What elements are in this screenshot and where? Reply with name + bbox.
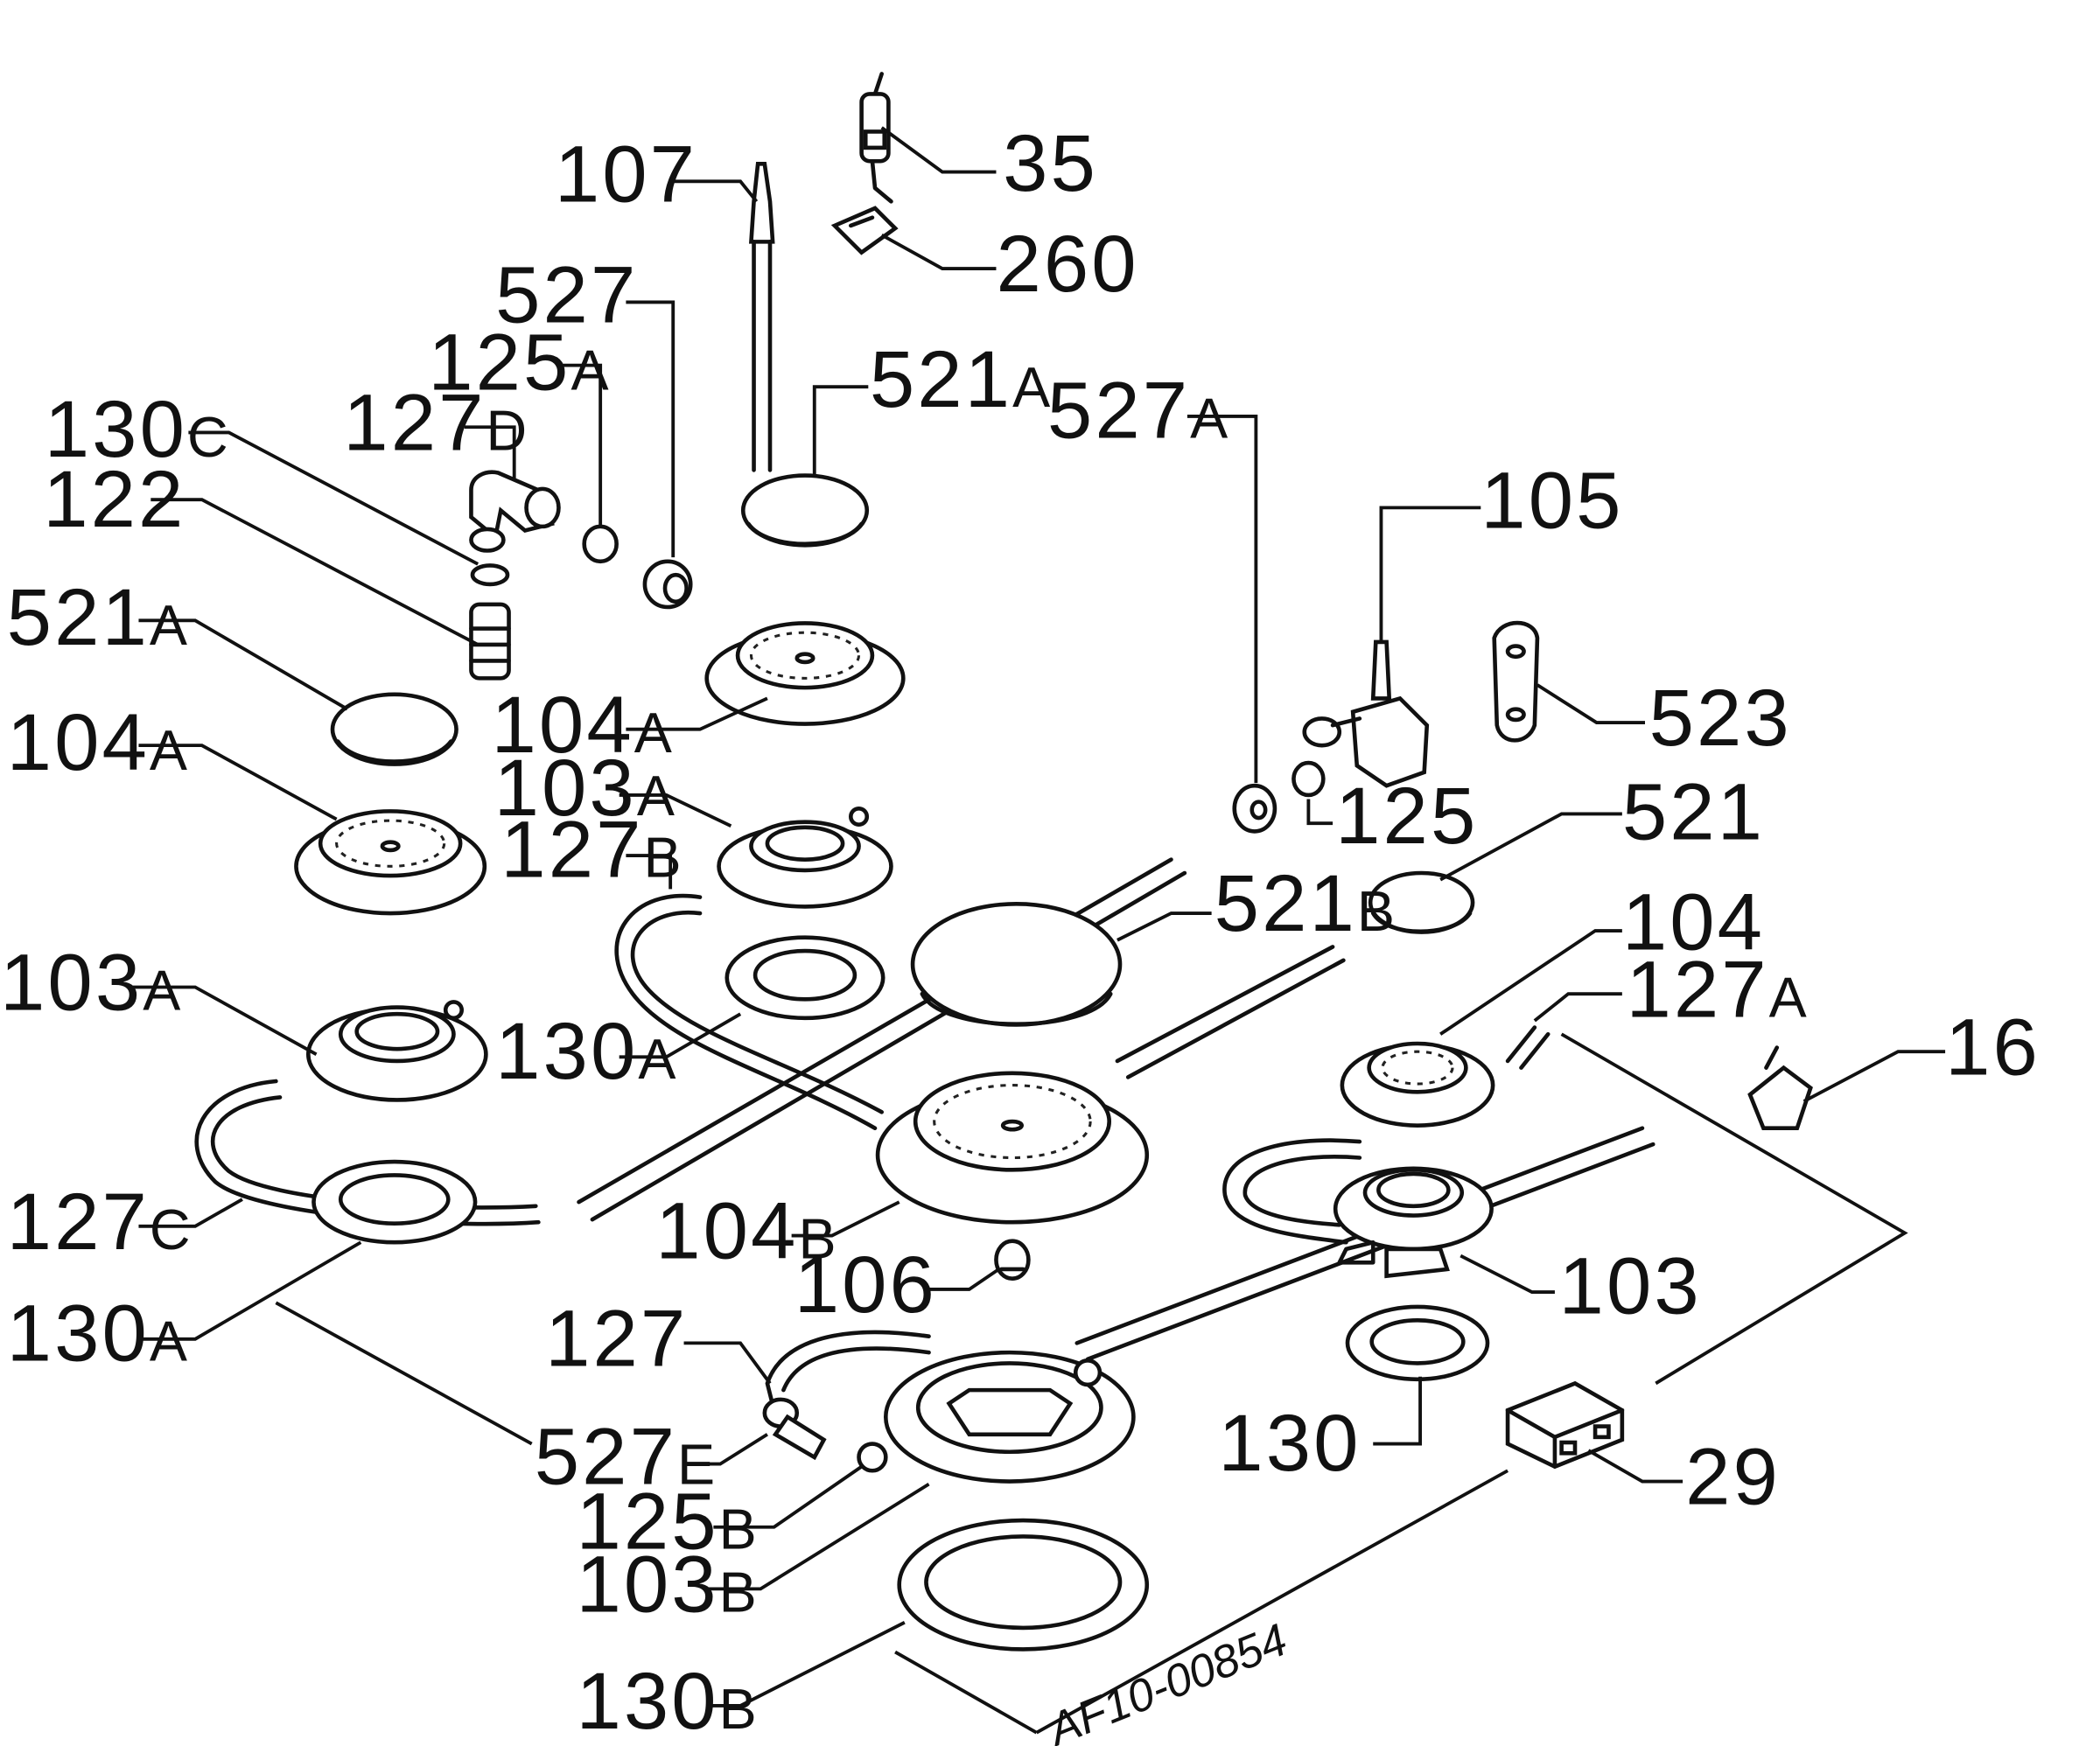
label-527e: 527E xyxy=(535,1412,718,1502)
label-130a-center: 130A xyxy=(495,1006,678,1096)
tube-connector-icon xyxy=(762,1397,827,1461)
large-burner-base-icon xyxy=(884,1350,1136,1484)
connector-icon xyxy=(469,602,511,681)
label-130c: 130C xyxy=(45,384,231,474)
label-521: 521 xyxy=(1622,767,1765,857)
callout-labels: 35 260 107 527 125A 521A 130C 127D 122 5… xyxy=(0,118,2040,1746)
label-29: 29 xyxy=(1685,1432,1781,1522)
mounting-ring-icon xyxy=(1345,1304,1490,1382)
washer-icon xyxy=(470,563,510,587)
bracket-icon xyxy=(1492,620,1540,743)
label-104a-left: 104A xyxy=(7,697,190,787)
label-125a: 125A xyxy=(428,317,611,407)
injector-icon xyxy=(994,1239,1031,1281)
label-260: 260 xyxy=(996,219,1138,309)
label-521a-left: 521A xyxy=(7,572,190,662)
elbow-fitting-icon xyxy=(469,470,561,553)
burner-cap-icon xyxy=(740,473,870,548)
ignition-unit-icon xyxy=(1505,1380,1625,1470)
label-130b: 130B xyxy=(576,1656,759,1746)
label-104a-center: 104A xyxy=(492,680,675,770)
igniter-plug-icon xyxy=(859,72,893,204)
label-122: 122 xyxy=(43,454,186,544)
label-125: 125 xyxy=(1335,771,1478,861)
large-burner-crown-icon xyxy=(875,1071,1150,1225)
label-106: 106 xyxy=(794,1240,937,1330)
label-127c: 127C xyxy=(7,1177,193,1267)
label-125b: 125B xyxy=(576,1476,759,1566)
label-130a-left: 130A xyxy=(7,1288,190,1378)
burner-base-icon xyxy=(1333,1166,1494,1279)
nut-icon xyxy=(582,524,619,564)
burner-cap-icon xyxy=(330,692,458,766)
leader-lines xyxy=(131,126,1946,1708)
burner-crown-icon xyxy=(294,809,487,916)
label-127d: 127D xyxy=(343,377,529,467)
label-521a-top: 521A xyxy=(870,334,1053,424)
label-103b: 103B xyxy=(576,1540,759,1630)
burner-cap-icon xyxy=(1368,870,1475,934)
label-103: 103 xyxy=(1559,1241,1702,1331)
label-35: 35 xyxy=(1003,118,1098,208)
label-130: 130 xyxy=(1218,1398,1361,1488)
label-16: 16 xyxy=(1945,1002,2040,1092)
label-104b: 104B xyxy=(655,1186,838,1276)
ignition-plug-icon xyxy=(1747,1045,1813,1131)
burner-crown-icon xyxy=(1340,1041,1495,1128)
nut-icon xyxy=(857,1442,888,1473)
label-521b: 521B xyxy=(1214,858,1397,948)
frame-lines xyxy=(275,1032,1908,1735)
label-103a-center: 103A xyxy=(494,743,677,833)
mounting-ring-icon xyxy=(312,1159,478,1245)
large-mounting-ring-icon xyxy=(897,1518,1150,1652)
label-107: 107 xyxy=(555,129,697,219)
label-127b: 127B xyxy=(500,805,683,895)
label-127a: 127A xyxy=(1626,944,1809,1034)
burner-base-icon xyxy=(717,806,893,909)
label-527a: 527A xyxy=(1047,366,1230,456)
label-105: 105 xyxy=(1480,455,1623,545)
injector-nut-icon xyxy=(642,559,693,610)
label-523: 523 xyxy=(1649,673,1792,763)
label-127: 127 xyxy=(545,1294,688,1384)
clip-icon xyxy=(830,206,899,255)
nut-icon xyxy=(1292,760,1326,798)
mounting-ring-icon xyxy=(724,935,886,1021)
parts xyxy=(294,72,1813,1652)
label-103a-left: 103A xyxy=(0,938,183,1028)
burner-crown-icon xyxy=(704,621,906,726)
burner-base-icon xyxy=(306,1000,488,1102)
label-104: 104 xyxy=(1622,877,1765,967)
thermocouple-icon xyxy=(748,162,775,472)
nut-icon xyxy=(1232,783,1278,834)
gas-valve-icon xyxy=(1302,639,1430,788)
label-527: 527 xyxy=(495,250,638,340)
large-burner-cap-icon xyxy=(910,902,1123,1027)
